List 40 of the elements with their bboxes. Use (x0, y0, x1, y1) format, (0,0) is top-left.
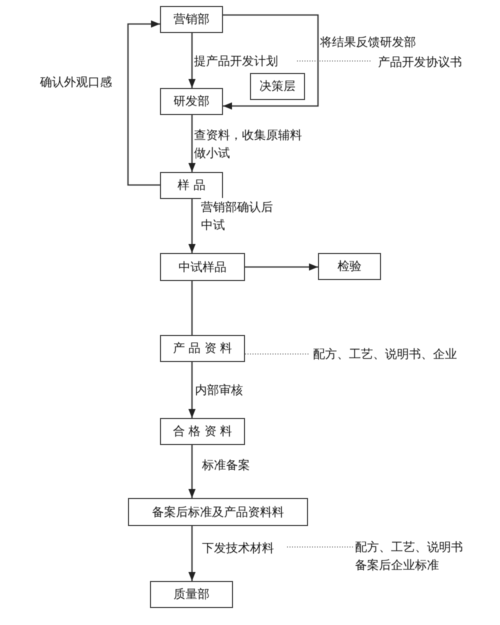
box-label: 合 格 资 料 (172, 423, 232, 440)
box-label: 备案后标准及产品资料料 (152, 504, 284, 520)
box-label: 中试样品 (178, 258, 226, 276)
process-box (160, 418, 245, 445)
arrow (188, 199, 196, 253)
process-box (318, 253, 381, 280)
process-box (160, 335, 245, 362)
box-label: 检验 (338, 258, 362, 275)
box-label: 样 品 (178, 177, 206, 194)
process-box (160, 253, 245, 281)
process-box (160, 6, 223, 33)
process-box (128, 498, 308, 526)
box-label: 产 品 资 料 (172, 340, 232, 357)
arrow (188, 526, 196, 581)
note-text: 产品开发协议书 (378, 54, 462, 71)
edge-label: 将结果反馈研发部 (320, 33, 416, 51)
process-box (250, 73, 305, 100)
box-label: 决策层 (260, 78, 296, 95)
box-label: 质量部 (174, 586, 210, 603)
process-box (160, 172, 223, 199)
edge-label: 标准备案 (202, 456, 250, 474)
arrow (188, 445, 196, 498)
edge-label: 下发技术材料 (202, 539, 274, 557)
process-box (150, 581, 233, 608)
note-text: 配方、工艺、说明书备案后企业标准 (355, 539, 464, 574)
edge-label: 提产品开发计划 (194, 52, 278, 70)
box-label: 营销部 (174, 11, 210, 28)
arrow (188, 115, 196, 172)
arrow (127, 20, 160, 186)
edge-label: 查资料，收集原辅料做小试 (194, 126, 304, 162)
edge-label: 确认外观口感 (40, 73, 112, 91)
arrow (223, 14, 319, 110)
box-label: 研发部 (174, 93, 210, 110)
arrow (188, 33, 196, 88)
arrow (245, 263, 318, 271)
arrow (188, 362, 196, 418)
connector-line (191, 281, 193, 335)
edge-label: 内部审核 (195, 381, 243, 399)
note-text: 配方、工艺、说明书、企业 (313, 346, 457, 363)
process-box (160, 88, 223, 115)
